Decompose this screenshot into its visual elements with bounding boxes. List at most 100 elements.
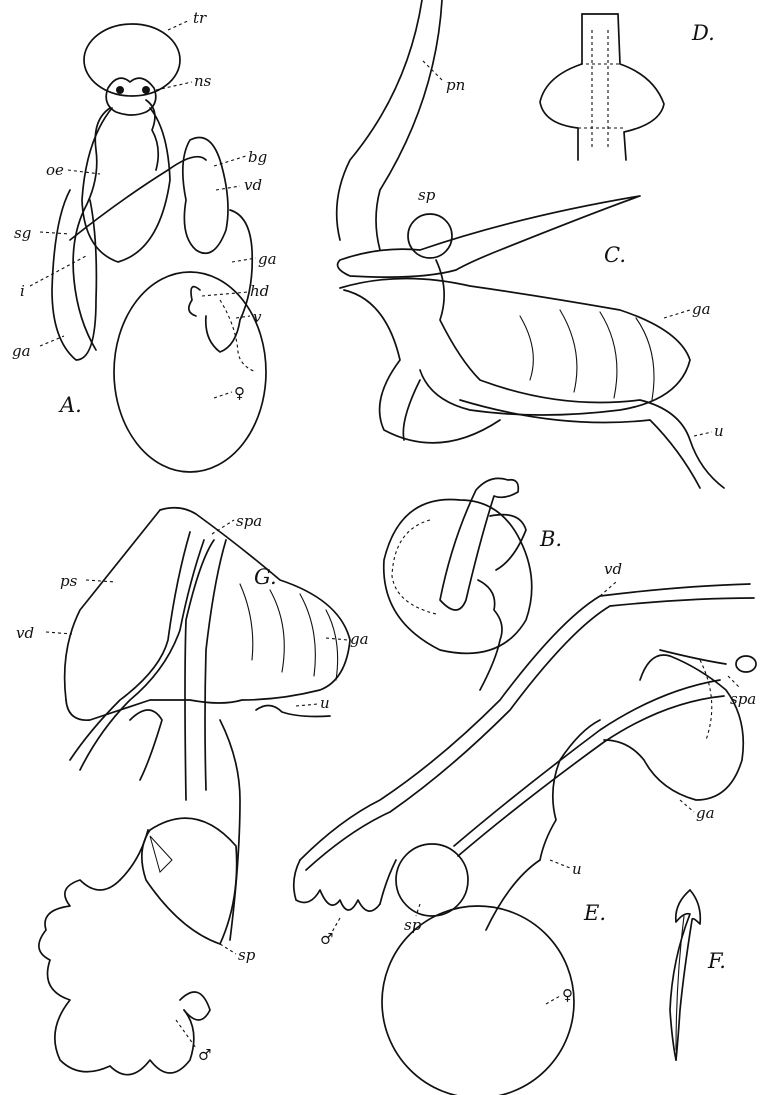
- figure-a-callout-ns: ns: [194, 72, 212, 90]
- figure-c-penis-left: [337, 0, 422, 240]
- figure-c-gland-folds: [520, 310, 654, 400]
- figure-e-uterus: [540, 720, 600, 860]
- figure-e-callout-female: ♀: [562, 986, 573, 1004]
- figure-a-callout-v: v: [253, 308, 262, 326]
- figure-a-ganglion-right: [142, 86, 150, 94]
- figure-e-vestibule-neck: [380, 860, 396, 904]
- figure-g-leader-ps: [86, 580, 116, 582]
- figure-g-callout-vd: vd: [16, 624, 34, 642]
- figure-c-upper-duct: [338, 196, 640, 277]
- figure-g-uterus: [256, 705, 330, 716]
- figure-g-hatch: [150, 836, 172, 872]
- figure-c-callout-sp: sp: [418, 186, 436, 204]
- figure-e-vas-deferens-inner: [306, 598, 754, 870]
- figure-g-leader-ga: [326, 638, 348, 640]
- figure-b: B.: [384, 478, 562, 690]
- figure-c-callout-u: u: [714, 422, 724, 440]
- figure-g-label: G.: [254, 565, 277, 589]
- figure-f-left-edge: [670, 890, 690, 1060]
- figure-a-leader-vd: [216, 186, 240, 190]
- figure-g-leader-sp: [220, 944, 236, 954]
- figure-a-callout-oe: oe: [46, 161, 64, 179]
- figure-a-right-gland: [206, 210, 252, 352]
- figure-c-lower-lobe: [403, 380, 420, 440]
- figure-g-right-edge: [220, 720, 240, 940]
- figure-d-label: D.: [691, 21, 715, 45]
- figure-c-label: C.: [604, 243, 626, 267]
- figure-a-callout-sg: sg: [14, 224, 31, 242]
- figure-g-penis-sheath: [65, 510, 160, 700]
- figure-b-outline: [384, 500, 532, 654]
- figure-g-vestibule-lobe: [180, 992, 210, 1020]
- figure-e-albumen-gland: [604, 655, 743, 800]
- figure-e-leader-spa: [728, 676, 740, 688]
- figure-a-leader-i: [30, 256, 86, 286]
- figure-e-spermatheca: [396, 844, 468, 916]
- figure-b-tube: [440, 478, 518, 610]
- figure-e-callout-male: ♂: [320, 930, 333, 948]
- figure-a: tr ns oe bg vd sg ga i hd v ga ♀ A.: [12, 9, 277, 472]
- figure-a-leader-oe: [68, 170, 100, 174]
- figure-e-vas-deferens: [300, 584, 750, 860]
- figure-c-leader-ga: [664, 310, 690, 318]
- figure-g-leader-vd: [46, 632, 72, 634]
- figure-g-callout-male: ♂: [198, 1046, 211, 1064]
- figure-e-leader-female: [546, 996, 560, 1004]
- figure-c-uterine-duct: [436, 260, 724, 488]
- figure-b-label: B.: [539, 527, 562, 551]
- figure-c-albumen-gland: [340, 278, 690, 415]
- figure-a-label: A.: [58, 393, 82, 417]
- figure-d-outline-left: [540, 14, 582, 160]
- figure-c-penis-right: [376, 0, 442, 250]
- figure-g-outline: [66, 508, 350, 720]
- figure-g-leader-spa: [212, 520, 234, 534]
- figure-g-callout-u: u: [320, 694, 330, 712]
- figure-a-callout-tr: tr: [193, 9, 207, 27]
- figure-a-callout-i: i: [20, 282, 25, 300]
- figure-e-duct-upper-inner: [458, 696, 724, 856]
- figure-e-callout-sp: sp: [404, 916, 422, 934]
- figure-e-callout-vd: vd: [604, 560, 622, 578]
- figure-g-callout-ps: ps: [60, 572, 78, 590]
- figure-g-vestibule: [39, 880, 194, 1075]
- figure-b-inner-dash: [392, 520, 436, 614]
- figure-e-callout-spa: spa: [730, 690, 756, 708]
- figure-a-callout-vd: vd: [244, 176, 262, 194]
- figure-g-leader-u: [296, 704, 318, 706]
- figure-d-outline-right: [618, 14, 664, 160]
- figure-d-inner-canal: [592, 30, 608, 150]
- figure-e-vestibule-tip: [294, 860, 380, 911]
- figure-c-callout-ga: ga: [692, 300, 711, 318]
- figure-a-callout-female: ♀: [234, 384, 245, 402]
- figure-e-callout-ga: ga: [696, 804, 715, 822]
- figure-c: pn sp ga u C.: [337, 0, 724, 488]
- figure-a-callout-ga-left: ga: [12, 342, 31, 360]
- figure-g-callout-sp: sp: [238, 946, 256, 964]
- figure-a-ganglion-left: [116, 86, 124, 94]
- figure-f: F.: [670, 890, 726, 1060]
- figure-e-callout-u: u: [572, 860, 582, 878]
- figure-a-callout-hd: hd: [250, 282, 269, 300]
- figure-a-vas-deferens-loop: [183, 138, 228, 254]
- figure-e-spa-bulb: [736, 656, 756, 672]
- figure-c-spermatheca: [408, 214, 452, 258]
- figure-g-spermatheca: [142, 818, 237, 944]
- figure-c-leader-pn: [422, 60, 442, 80]
- figure-a-head-tr: [84, 24, 180, 96]
- figure-g-callout-spa: spa: [236, 512, 262, 530]
- figure-a-callout-bg: bg: [248, 148, 267, 166]
- figure-b-tail: [478, 580, 502, 690]
- figure-a-leader-hd: [202, 292, 248, 296]
- figure-e-uterus-lower: [486, 860, 540, 930]
- figure-g-loop: [130, 710, 162, 780]
- figure-d-cross-lines: [578, 64, 626, 128]
- figure-c-vestibule: [344, 290, 500, 443]
- figure-g-gland-folds: [240, 584, 338, 680]
- figure-a-callout-ga-right: ga: [258, 250, 277, 268]
- figure-g: spa ps ga vd u sp ♂ G.: [16, 508, 369, 1075]
- figure-d: D.: [540, 14, 715, 160]
- figure-f-right-edge: [676, 890, 700, 1060]
- figure-c-callout-pn: pn: [446, 76, 465, 94]
- figure-e-leader-u: [550, 860, 570, 868]
